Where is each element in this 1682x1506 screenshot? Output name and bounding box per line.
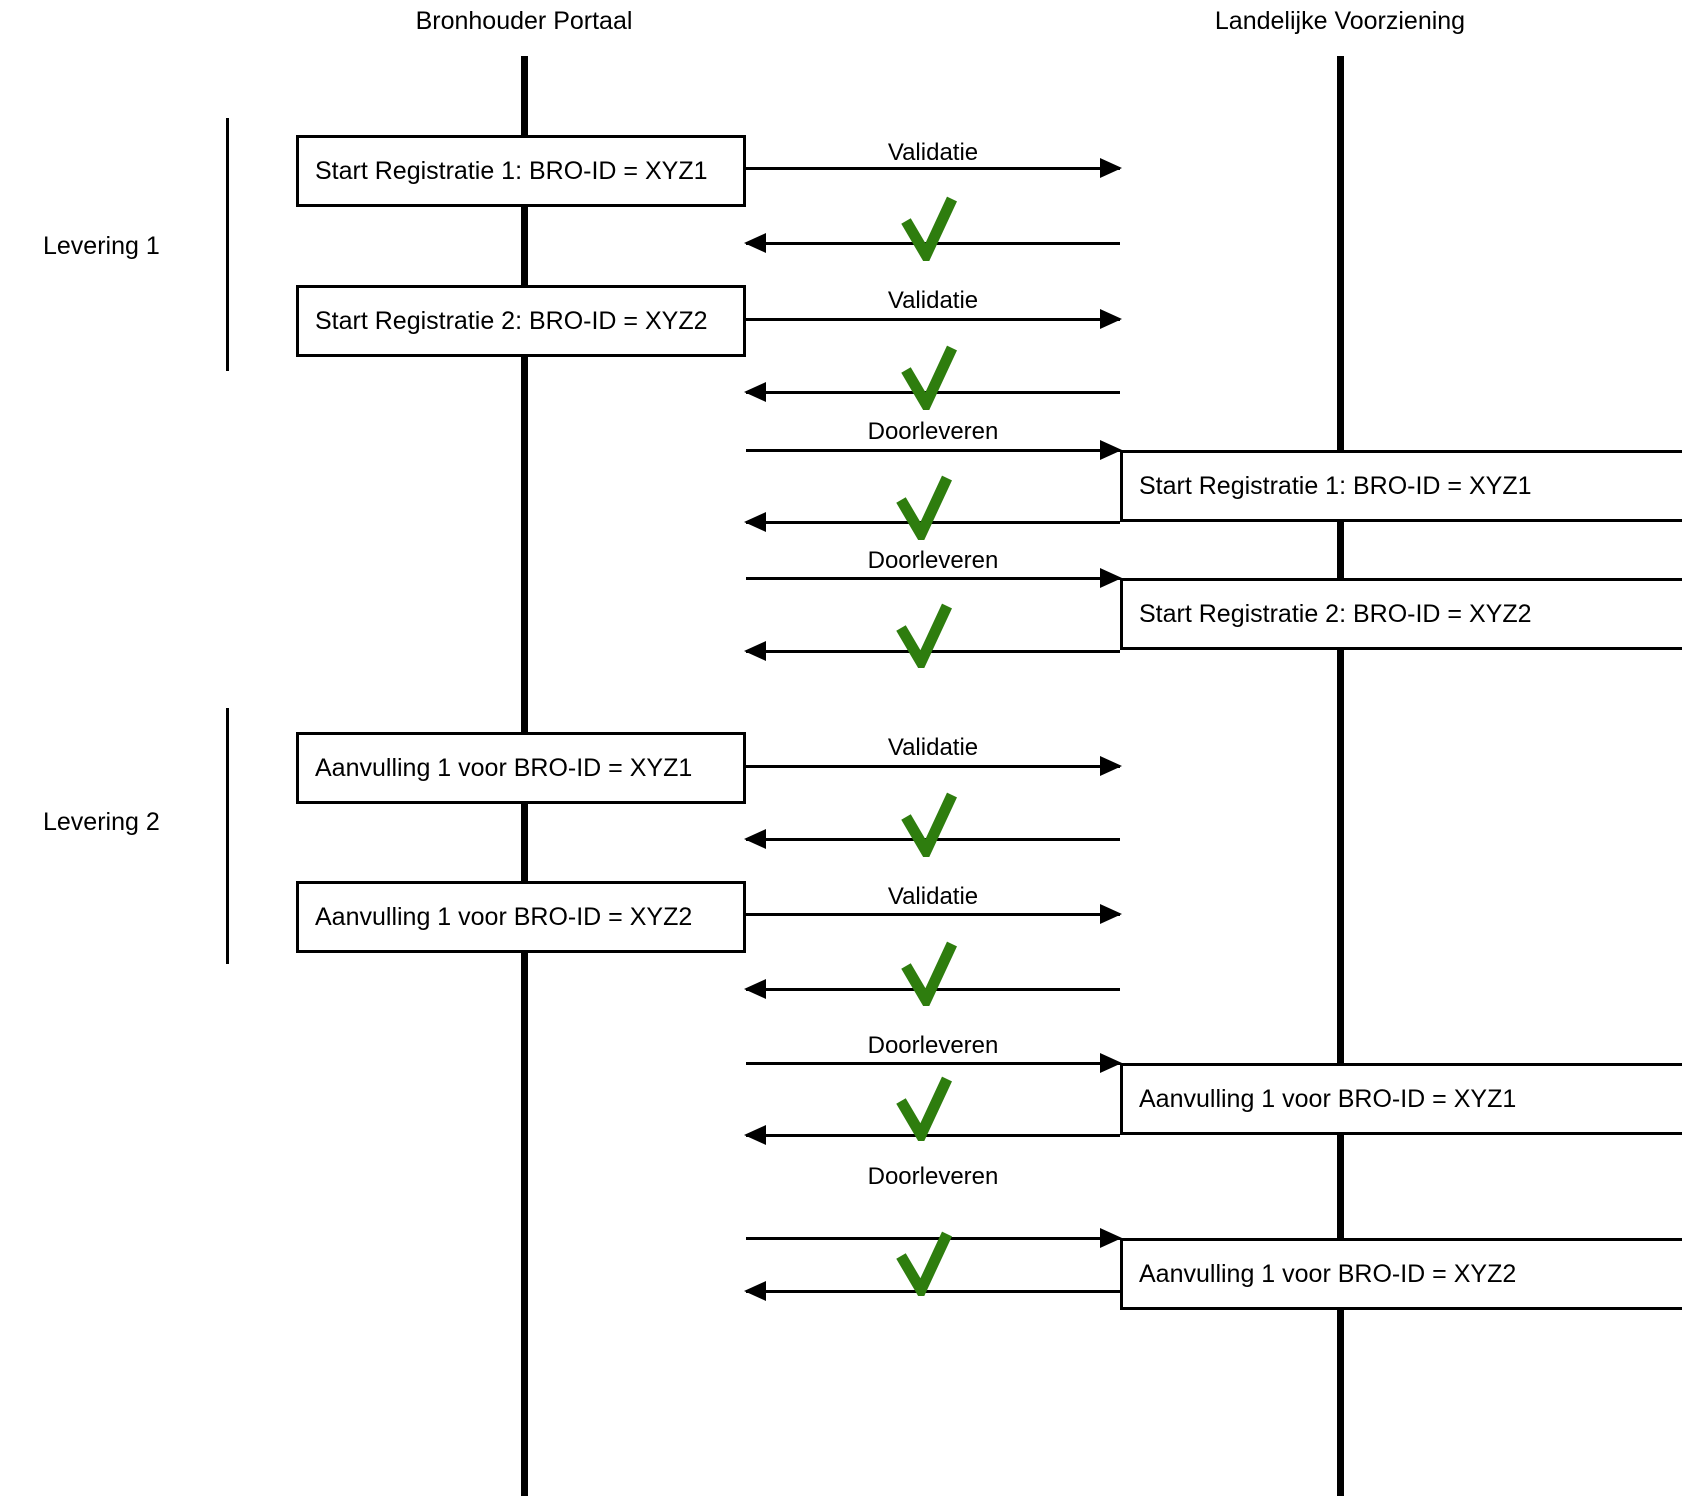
check-icon [893,1075,953,1141]
phase-bracket-levering-1 [226,118,229,371]
message-box-label: Start Registratie 1: BRO-ID = XYZ1 [1139,472,1532,500]
arrowhead-icon [744,233,766,253]
message-box-label: Start Registratie 2: BRO-ID = XYZ2 [1139,600,1532,628]
message-box-start-registratie-1[interactable]: Start Registratie 1: BRO-ID = XYZ1 [296,135,746,207]
arrowhead-icon [1100,1228,1122,1248]
arrow-label-validatie-1: Validatie [887,139,979,166]
message-box-lv-aanvulling-1-xyz2[interactable]: Aanvulling 1 voor BRO-ID = XYZ2 [1120,1238,1682,1310]
arrow-response-8 [744,1281,1120,1301]
message-box-aanvulling-1-xyz1[interactable]: Aanvulling 1 voor BRO-ID = XYZ1 [296,732,746,804]
message-box-label: Start Registratie 2: BRO-ID = XYZ2 [315,307,708,335]
message-box-label: Aanvulling 1 voor BRO-ID = XYZ2 [1139,1260,1517,1288]
arrow-validatie-1 [746,158,1122,178]
phase-bracket-levering-2 [226,708,229,964]
arrowhead-icon [1100,756,1122,776]
arrow-validatie-4 [746,904,1122,924]
lifeline-landelijke [1337,56,1344,1496]
arrowhead-icon [744,829,766,849]
arrow-response-4 [744,641,1120,661]
arrow-response-3 [744,512,1120,532]
message-box-lv-start-registratie-1[interactable]: Start Registratie 1: BRO-ID = XYZ1 [1120,450,1682,522]
arrowhead-icon [1100,440,1122,460]
arrow-doorleveren-1 [746,440,1122,460]
message-box-start-registratie-2[interactable]: Start Registratie 2: BRO-ID = XYZ2 [296,285,746,357]
check-icon [893,1230,953,1296]
check-icon [898,940,958,1006]
message-box-label: Aanvulling 1 voor BRO-ID = XYZ2 [315,903,693,931]
phase-label-levering-2: Levering 2 [43,808,160,836]
arrow-label-doorleveren-3: Doorleveren [867,1032,999,1059]
message-box-label: Aanvulling 1 voor BRO-ID = XYZ1 [315,754,693,782]
arrowhead-icon [1100,904,1122,924]
message-box-aanvulling-1-xyz2[interactable]: Aanvulling 1 voor BRO-ID = XYZ2 [296,881,746,953]
check-icon [898,195,958,261]
arrow-doorleveren-3 [746,1053,1122,1073]
arrowhead-icon [744,641,766,661]
arrowhead-icon [744,1281,766,1301]
arrowhead-icon [744,512,766,532]
arrow-doorleveren-4 [746,1228,1122,1248]
arrow-validatie-2 [746,309,1122,329]
arrow-label-doorleveren-1: Doorleveren [867,418,999,445]
arrowhead-icon [1100,309,1122,329]
arrowhead-icon [1100,1053,1122,1073]
arrowhead-icon [1100,568,1122,588]
check-icon [893,474,953,540]
message-box-lv-aanvulling-1-xyz1[interactable]: Aanvulling 1 voor BRO-ID = XYZ1 [1120,1063,1682,1135]
arrowhead-icon [1100,158,1122,178]
check-icon [893,602,953,668]
arrowhead-icon [744,1125,766,1145]
phase-label-levering-1: Levering 1 [43,232,160,260]
check-icon [898,344,958,410]
arrow-label-doorleveren-2: Doorleveren [867,547,999,574]
message-box-label: Start Registratie 1: BRO-ID = XYZ1 [315,157,708,185]
arrow-validatie-3 [746,756,1122,776]
arrow-label-validatie-3: Validatie [887,734,979,761]
arrow-doorleveren-2 [746,568,1122,588]
arrow-label-doorleveren-4: Doorleveren [867,1163,999,1190]
arrow-response-7 [744,1125,1120,1145]
arrow-label-validatie-2: Validatie [887,287,979,314]
arrowhead-icon [744,979,766,999]
message-box-label: Aanvulling 1 voor BRO-ID = XYZ1 [1139,1085,1517,1113]
check-icon [898,791,958,857]
lifeline-label-landelijke: Landelijke Voorziening [1214,7,1466,35]
lifeline-label-bronhouder: Bronhouder Portaal [415,7,633,35]
arrowhead-icon [744,382,766,402]
arrow-label-validatie-4: Validatie [887,883,979,910]
message-box-lv-start-registratie-2[interactable]: Start Registratie 2: BRO-ID = XYZ2 [1120,578,1682,650]
